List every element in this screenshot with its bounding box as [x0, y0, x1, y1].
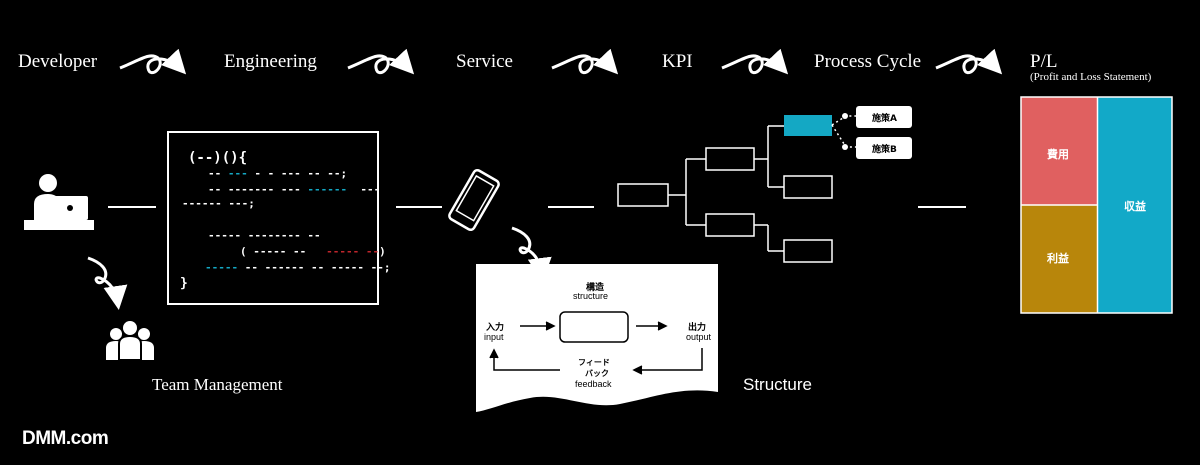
structure-card-frame: [476, 264, 718, 412]
developer-icon: [24, 174, 94, 230]
pl-cost-block: [1021, 97, 1097, 205]
step-service: Service: [456, 51, 513, 72]
code-line-5: ----- -------- --: [208, 229, 321, 242]
code-line-4: ------ ---;: [182, 197, 255, 210]
structure-title-jp: 構造: [586, 283, 605, 293]
output-jp: 出力: [688, 323, 707, 333]
code-editor-frame: [167, 131, 379, 305]
pl-revenue-block: [1098, 97, 1172, 313]
code-close-brace: }: [180, 276, 188, 291]
flow-arrow-2: [347, 48, 415, 75]
dmm-logo: DMM.com: [22, 428, 109, 449]
flow-arrow-3: [551, 48, 619, 75]
step-kpi: KPI: [662, 51, 693, 72]
step-developer: Developer: [18, 51, 98, 72]
feedback-jp-2: バック: [585, 369, 609, 378]
feedback-jp-1: フィード: [578, 358, 610, 367]
pl-revenue-label: 収益: [1124, 200, 1146, 213]
smartphone-icon: [448, 168, 500, 232]
team-icon: [106, 321, 154, 361]
input-jp: 入力: [486, 323, 505, 333]
measure-a-label: 施策A: [872, 114, 897, 124]
flow-arrow-4: [721, 48, 789, 75]
code-line-1: (--)(){: [188, 150, 248, 166]
pl-profit-label: 利益: [1047, 252, 1069, 265]
pl-cost-label: 費用: [1047, 148, 1069, 161]
step-pl: P/L: [1030, 51, 1058, 72]
input-en: input: [484, 332, 504, 342]
step-engineering: Engineering: [224, 51, 317, 72]
flow-arrow-5: [935, 48, 1003, 75]
team-arrow: [87, 256, 128, 310]
pl-profit-block: [1021, 205, 1097, 313]
code-line-3: -- ------- --- ------ ---: [208, 183, 381, 196]
code-line-2: -- --- - - --- -- --;: [208, 167, 348, 180]
feedback-en: feedback: [575, 379, 612, 389]
structure-title-en: structure: [573, 291, 609, 301]
structure-arrow: [511, 226, 552, 282]
team-management-label: Team Management: [152, 375, 283, 394]
measure-b-label: 施策B: [872, 145, 897, 155]
flow-arrow-1: [119, 48, 187, 75]
structure-label: Structure: [743, 375, 812, 394]
code-line-7: ----- -- ------ -- ----- --;: [205, 261, 391, 274]
kpi-highlight-node: [784, 115, 832, 136]
code-line-6: ( ----- -- ----- --): [240, 245, 386, 258]
pl-subtitle: (Profit and Loss Statement): [1030, 71, 1152, 83]
output-en: output: [686, 332, 712, 342]
step-process-cycle: Process Cycle: [814, 51, 922, 72]
